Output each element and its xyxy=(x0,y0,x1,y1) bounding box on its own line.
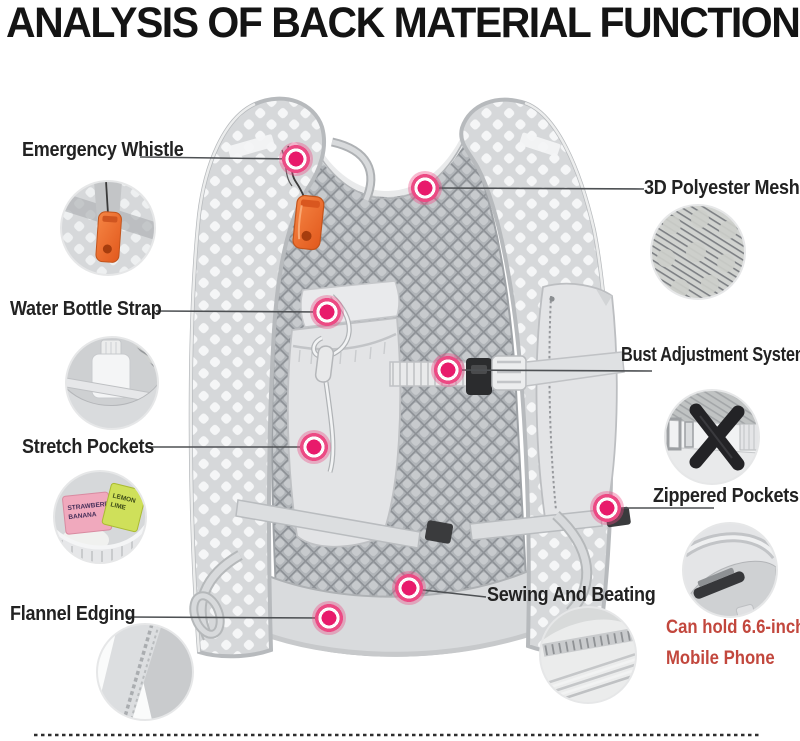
marker-emergency-whistle xyxy=(279,142,313,176)
inset-mesh-detail xyxy=(651,205,745,299)
line-flannel-edging xyxy=(125,616,327,619)
zippered-pocket xyxy=(535,282,618,526)
callout-lines xyxy=(125,156,714,619)
marker-sewing-beating xyxy=(392,571,426,605)
note-capacity-line1: Can hold 6.6-inch xyxy=(666,617,800,638)
snack-pack-1-line1: STRAWBERRY xyxy=(67,500,114,512)
inset-flannel-detail xyxy=(97,624,193,720)
line-water-bottle xyxy=(155,310,325,313)
label-bust-adjustment: Bust Adjustment System xyxy=(621,344,800,366)
cord-toggle xyxy=(314,345,335,383)
label-stretch-pockets: Stretch Pockets xyxy=(22,436,155,458)
label-flannel-edging: Flannel Edging xyxy=(10,603,136,625)
label-polyester-mesh: 3D Polyester Mesh xyxy=(644,177,800,199)
lower-straps xyxy=(189,499,631,641)
label-emergency-whistle: Emergency Whistle xyxy=(22,139,184,161)
marker-stretch-pockets xyxy=(297,430,331,464)
line-sewing-beating xyxy=(413,588,487,598)
label-zippered-pockets: Zippered Pockets xyxy=(653,485,799,507)
black-buckle xyxy=(466,358,492,395)
inset-bottle-detail xyxy=(66,337,158,429)
inset-snacks-detail: STRAWBERRY BANANA LEMON LIME xyxy=(54,471,146,563)
marker-bust-adjustment xyxy=(431,353,465,387)
marker-water-bottle-strap xyxy=(310,295,344,329)
line-polyester-mesh xyxy=(432,187,645,190)
inset-phone-detail xyxy=(683,523,777,617)
line-emergency-whistle xyxy=(139,156,295,160)
reflective-patch-left xyxy=(227,134,275,159)
label-sewing-beating: Sewing And Beating xyxy=(487,584,656,606)
page-title: ANALYSIS OF BACK MATERIAL FUNCTION xyxy=(6,0,800,47)
stretch-pocket xyxy=(286,280,402,548)
reflective-patch-right xyxy=(519,132,561,157)
snack-pack-1-line2: BANANA xyxy=(68,511,97,521)
marker-polyester-mesh xyxy=(408,171,442,205)
marker-zippered-pockets xyxy=(590,491,624,525)
marker-flannel-edging xyxy=(312,601,346,635)
inset-whistle-detail xyxy=(61,181,155,275)
note-capacity-line2: Mobile Phone xyxy=(666,648,775,669)
inset-sewing-detail xyxy=(540,607,636,703)
line-bust-adjustment xyxy=(454,369,653,372)
label-water-bottle-strap: Water Bottle Strap xyxy=(10,298,162,320)
snack-pack-2-line2: LIME xyxy=(110,501,127,512)
